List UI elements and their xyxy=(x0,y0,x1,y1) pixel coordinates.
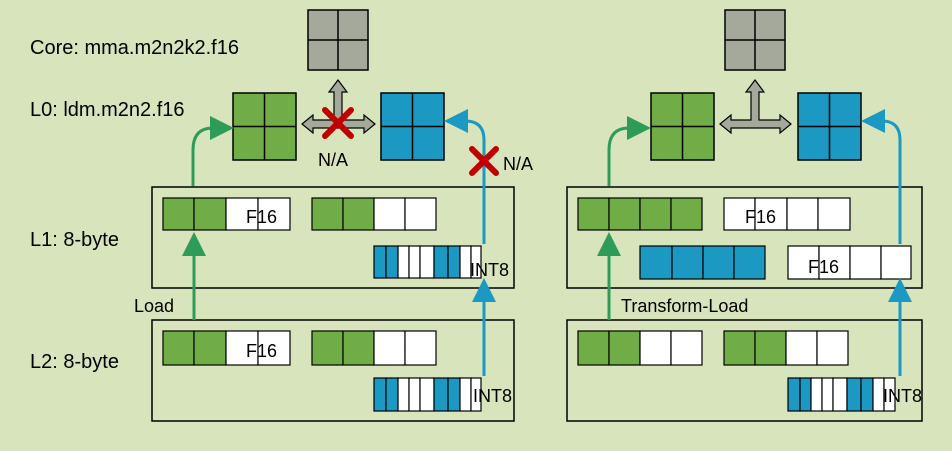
l2-row1-right xyxy=(577,330,849,366)
load-arrow-teal-l1-l0-right xyxy=(861,109,902,244)
load-arrow-l1-l0-left xyxy=(191,116,234,186)
l0-green-matrix-left xyxy=(232,92,297,161)
l2-int8-row-right xyxy=(787,377,896,412)
na-label-right: N/A xyxy=(503,154,533,174)
load-arrow-int8-l1-l0-left xyxy=(444,109,486,244)
l2-level-label: L2: 8-byte xyxy=(30,351,119,373)
left-panel: N/A F16 INT8 xyxy=(134,9,533,422)
l2-row1-left xyxy=(162,330,437,366)
combine-arrow-left xyxy=(301,79,376,135)
core-matrix-left xyxy=(307,9,369,71)
l1-box-left xyxy=(151,186,515,289)
l2-box-right xyxy=(566,319,923,422)
load-arrow-l1-l0-right xyxy=(607,116,651,186)
blocked-cross-icon-core xyxy=(322,107,354,139)
l1-level-label: L1: 8-byte xyxy=(30,229,119,251)
load-label: Load xyxy=(134,296,174,316)
l0-teal-matrix-right xyxy=(797,92,862,161)
right-panel: F16 F16 xyxy=(566,9,923,422)
l1-box-right xyxy=(566,186,923,289)
l0-level-label: L0: ldm.m2n2.f16 xyxy=(30,99,185,121)
int8-label-l2-left: INT8 xyxy=(473,386,512,406)
blocked-cross-icon-int8 xyxy=(469,146,499,176)
f16-label-l1-right-bottom: F16 xyxy=(808,257,839,277)
na-label-left: N/A xyxy=(318,150,348,170)
int8-label-l2-right: INT8 xyxy=(883,386,922,406)
f16-label-l1-left: F16 xyxy=(246,207,277,227)
l1-row1-left xyxy=(162,197,437,231)
l2-box-left xyxy=(151,319,515,422)
l0-green-matrix-right xyxy=(650,92,715,161)
core-level-label: Core: mma.m2n2k2.f16 xyxy=(30,37,239,59)
f16-label-l2-left: F16 xyxy=(246,341,277,361)
core-matrix-right xyxy=(724,9,786,71)
l2-int8-row-left xyxy=(373,377,482,412)
l1-row2-right xyxy=(639,245,912,280)
l1-int8-row-left xyxy=(373,245,482,279)
combine-arrow-right xyxy=(719,79,792,135)
f16-label-l1-right-top: F16 xyxy=(745,207,776,227)
l1-row1-right xyxy=(577,197,851,231)
transform-load-label: Transform-Load xyxy=(621,296,748,316)
int8-label-l1-left: INT8 xyxy=(470,260,509,280)
l0-teal-matrix-left xyxy=(380,92,445,161)
